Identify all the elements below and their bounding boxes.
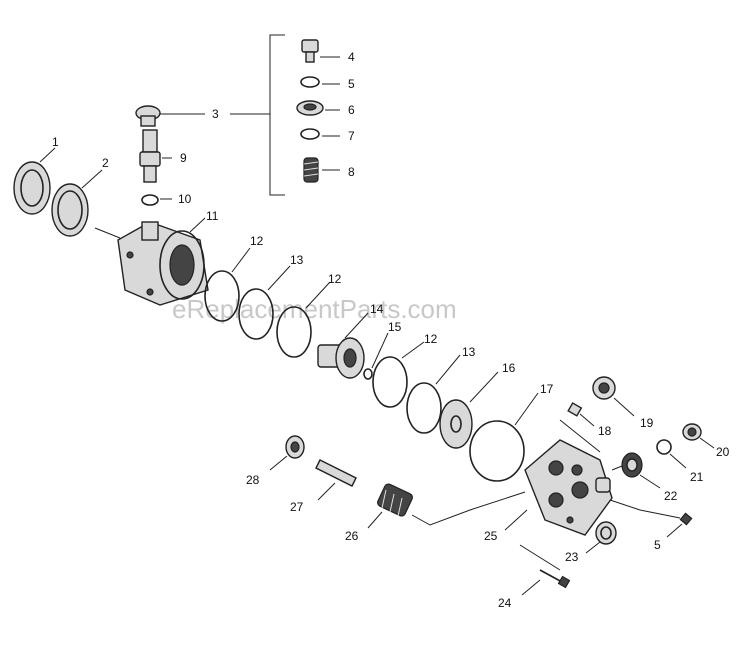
part-23-plug [595,521,617,545]
callout-7: 7 [348,129,355,143]
part-15-small-oring [363,368,373,380]
callout-22: 22 [664,489,678,503]
part-28-nut [285,435,305,459]
part-1-ring [13,161,51,215]
callout-12-a: 12 [250,234,264,248]
callout-17: 17 [540,382,554,396]
part-24-bolt [539,569,571,589]
callout-15: 15 [388,320,402,334]
callout-13-b: 13 [462,345,476,359]
callout-14: 14 [370,302,384,316]
callout-11: 11 [206,209,219,223]
callout-9: 9 [180,151,187,165]
part-4-bolt [301,39,319,63]
valve-kit-bracket [230,34,285,196]
callout-13-a: 13 [290,253,304,267]
part-22-unloader [621,452,643,478]
callout-3: 3 [212,107,219,121]
part-2-ring [51,183,89,237]
callout-4: 4 [348,50,355,64]
callout-23: 23 [565,550,579,564]
part-19-plug [592,376,616,400]
part-5-oring [300,76,320,88]
callout-10: 10 [178,192,192,206]
callout-5-top: 5 [348,77,355,91]
callout-25: 25 [484,529,498,543]
part-6-valve-seat [296,100,324,116]
callout-12-b: 12 [328,272,342,286]
part-20-cap [682,423,702,441]
part-27-rod [315,459,357,487]
callout-20: 20 [716,445,730,459]
part-26-spring [377,483,413,517]
callout-16: 16 [502,361,516,375]
part-13-ring-a [238,288,274,340]
callout-19: 19 [640,416,654,430]
part-5-nut-lower [679,512,693,526]
part-18-fitting [567,402,583,417]
callout-12-c: 12 [424,332,438,346]
part-3-valve-cap [135,105,161,127]
part-10-oring [141,194,159,206]
callout-6: 6 [348,103,355,117]
part-17-large-oring [469,420,525,482]
part-12-ring-b [276,306,312,358]
part-9-valve-body [139,129,161,183]
part-7-washer [300,128,320,140]
callout-28: 28 [246,473,260,487]
callout-26: 26 [345,529,359,543]
callout-8: 8 [348,165,355,179]
part-12-ring-a [204,270,240,322]
callout-27: 27 [290,500,304,514]
part-16-flat-washer [439,399,473,449]
callout-18: 18 [598,424,612,438]
callout-24: 24 [498,596,512,610]
part-14-piston [317,337,365,379]
part-11-pump-housing [117,221,209,306]
callout-21: 21 [690,470,704,484]
part-13-ring-b [406,382,442,434]
part-21-oring [656,439,672,455]
callout-1: 1 [52,135,59,149]
part-12-ring-c [372,356,408,408]
part-25-manifold-head [524,439,613,536]
callout-2: 2 [102,156,109,170]
part-8-spring [303,157,319,183]
callout-5-lower: 5 [654,538,661,552]
